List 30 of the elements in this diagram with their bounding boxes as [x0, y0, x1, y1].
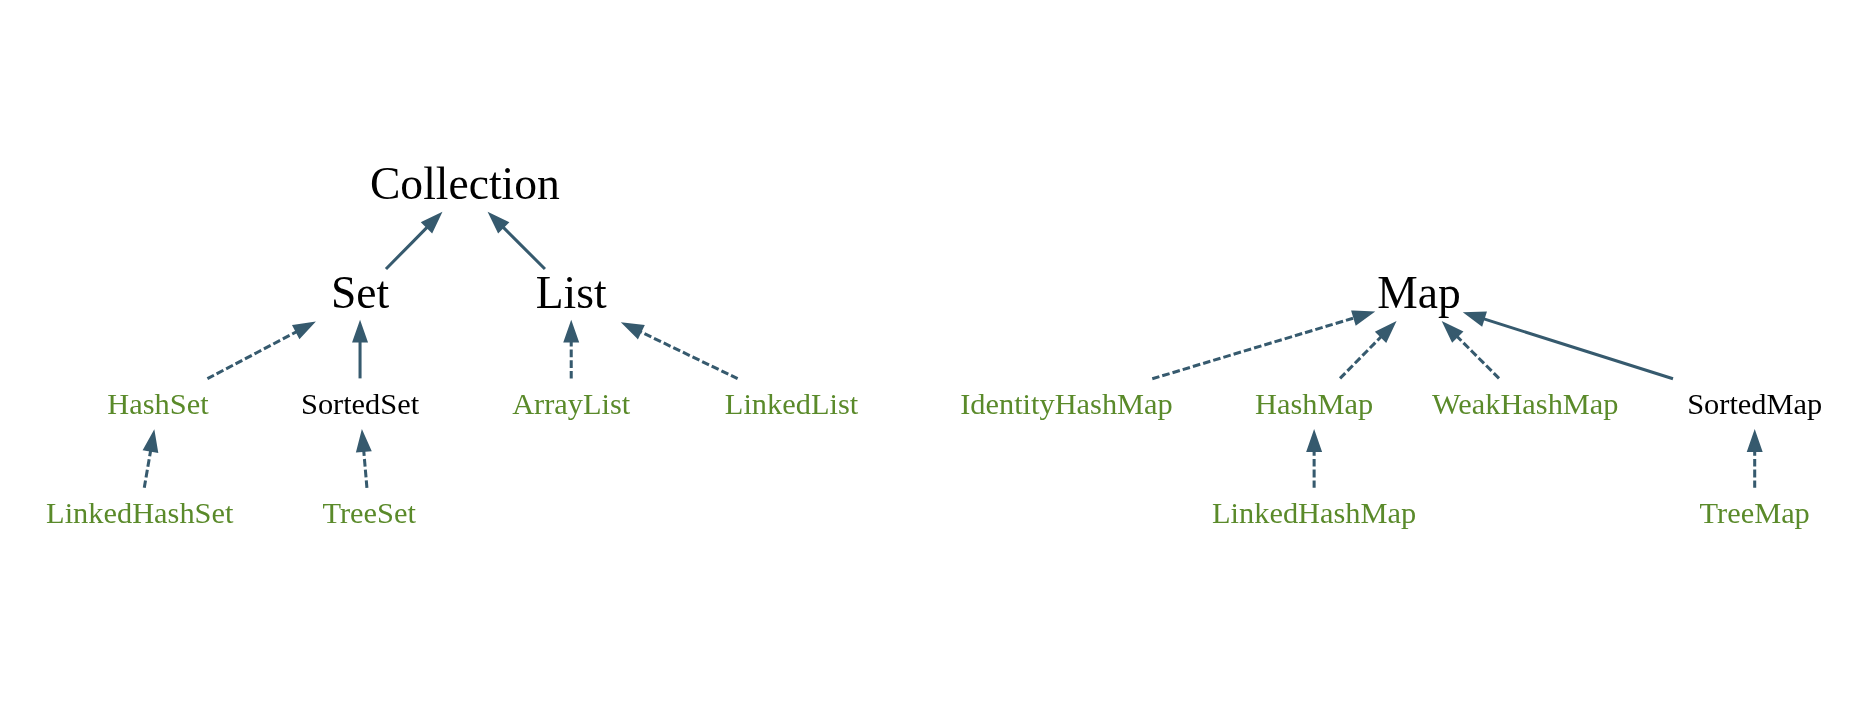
arrow: [487, 211, 546, 271]
node-text: TreeMap: [1699, 496, 1810, 531]
node-text: LinkedList: [724, 386, 859, 421]
node-text: LinkedHashSet: [46, 496, 234, 531]
arrow: [563, 319, 580, 379]
arrow: [1441, 321, 1501, 380]
node-text: HashMap: [1255, 386, 1374, 421]
node-text: Collection: [369, 157, 560, 209]
arrow: [142, 429, 159, 489]
arrow: [352, 319, 369, 379]
node-text: SortedSet: [300, 386, 420, 421]
node-text: SortedMap: [1687, 386, 1823, 421]
node-text: HashSet: [107, 386, 209, 421]
node-text: IdentityHashMap: [960, 386, 1173, 421]
node-text: LinkedHashMap: [1212, 496, 1417, 531]
arrow: [206, 321, 316, 380]
node-text: Set: [330, 267, 390, 319]
node-text: List: [535, 267, 607, 319]
node-text: ArrayList: [512, 386, 631, 421]
arrow: [1746, 429, 1763, 488]
arrow: [1151, 310, 1376, 381]
node-text: WeakHashMap: [1432, 386, 1619, 421]
arrow: [1462, 311, 1674, 381]
arrow: [620, 322, 739, 381]
arrow: [1306, 429, 1323, 488]
arrow: [384, 211, 443, 271]
node-text: Map: [1377, 267, 1461, 319]
node-text: TreeSet: [322, 496, 416, 531]
arrow: [1338, 321, 1397, 380]
arrow: [355, 429, 372, 488]
